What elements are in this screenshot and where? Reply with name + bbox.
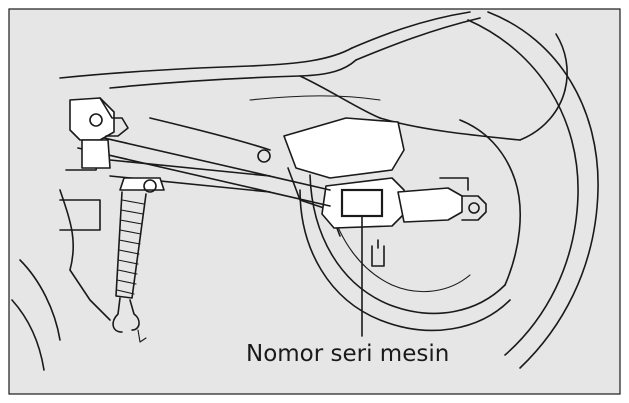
callout-label: Nomor seri mesin [246,341,449,367]
wheel [299,11,599,369]
strut-bars [65,117,331,207]
coil-spring [112,177,165,333]
serial-number-plate [340,188,384,218]
left-mechanism [11,97,147,371]
